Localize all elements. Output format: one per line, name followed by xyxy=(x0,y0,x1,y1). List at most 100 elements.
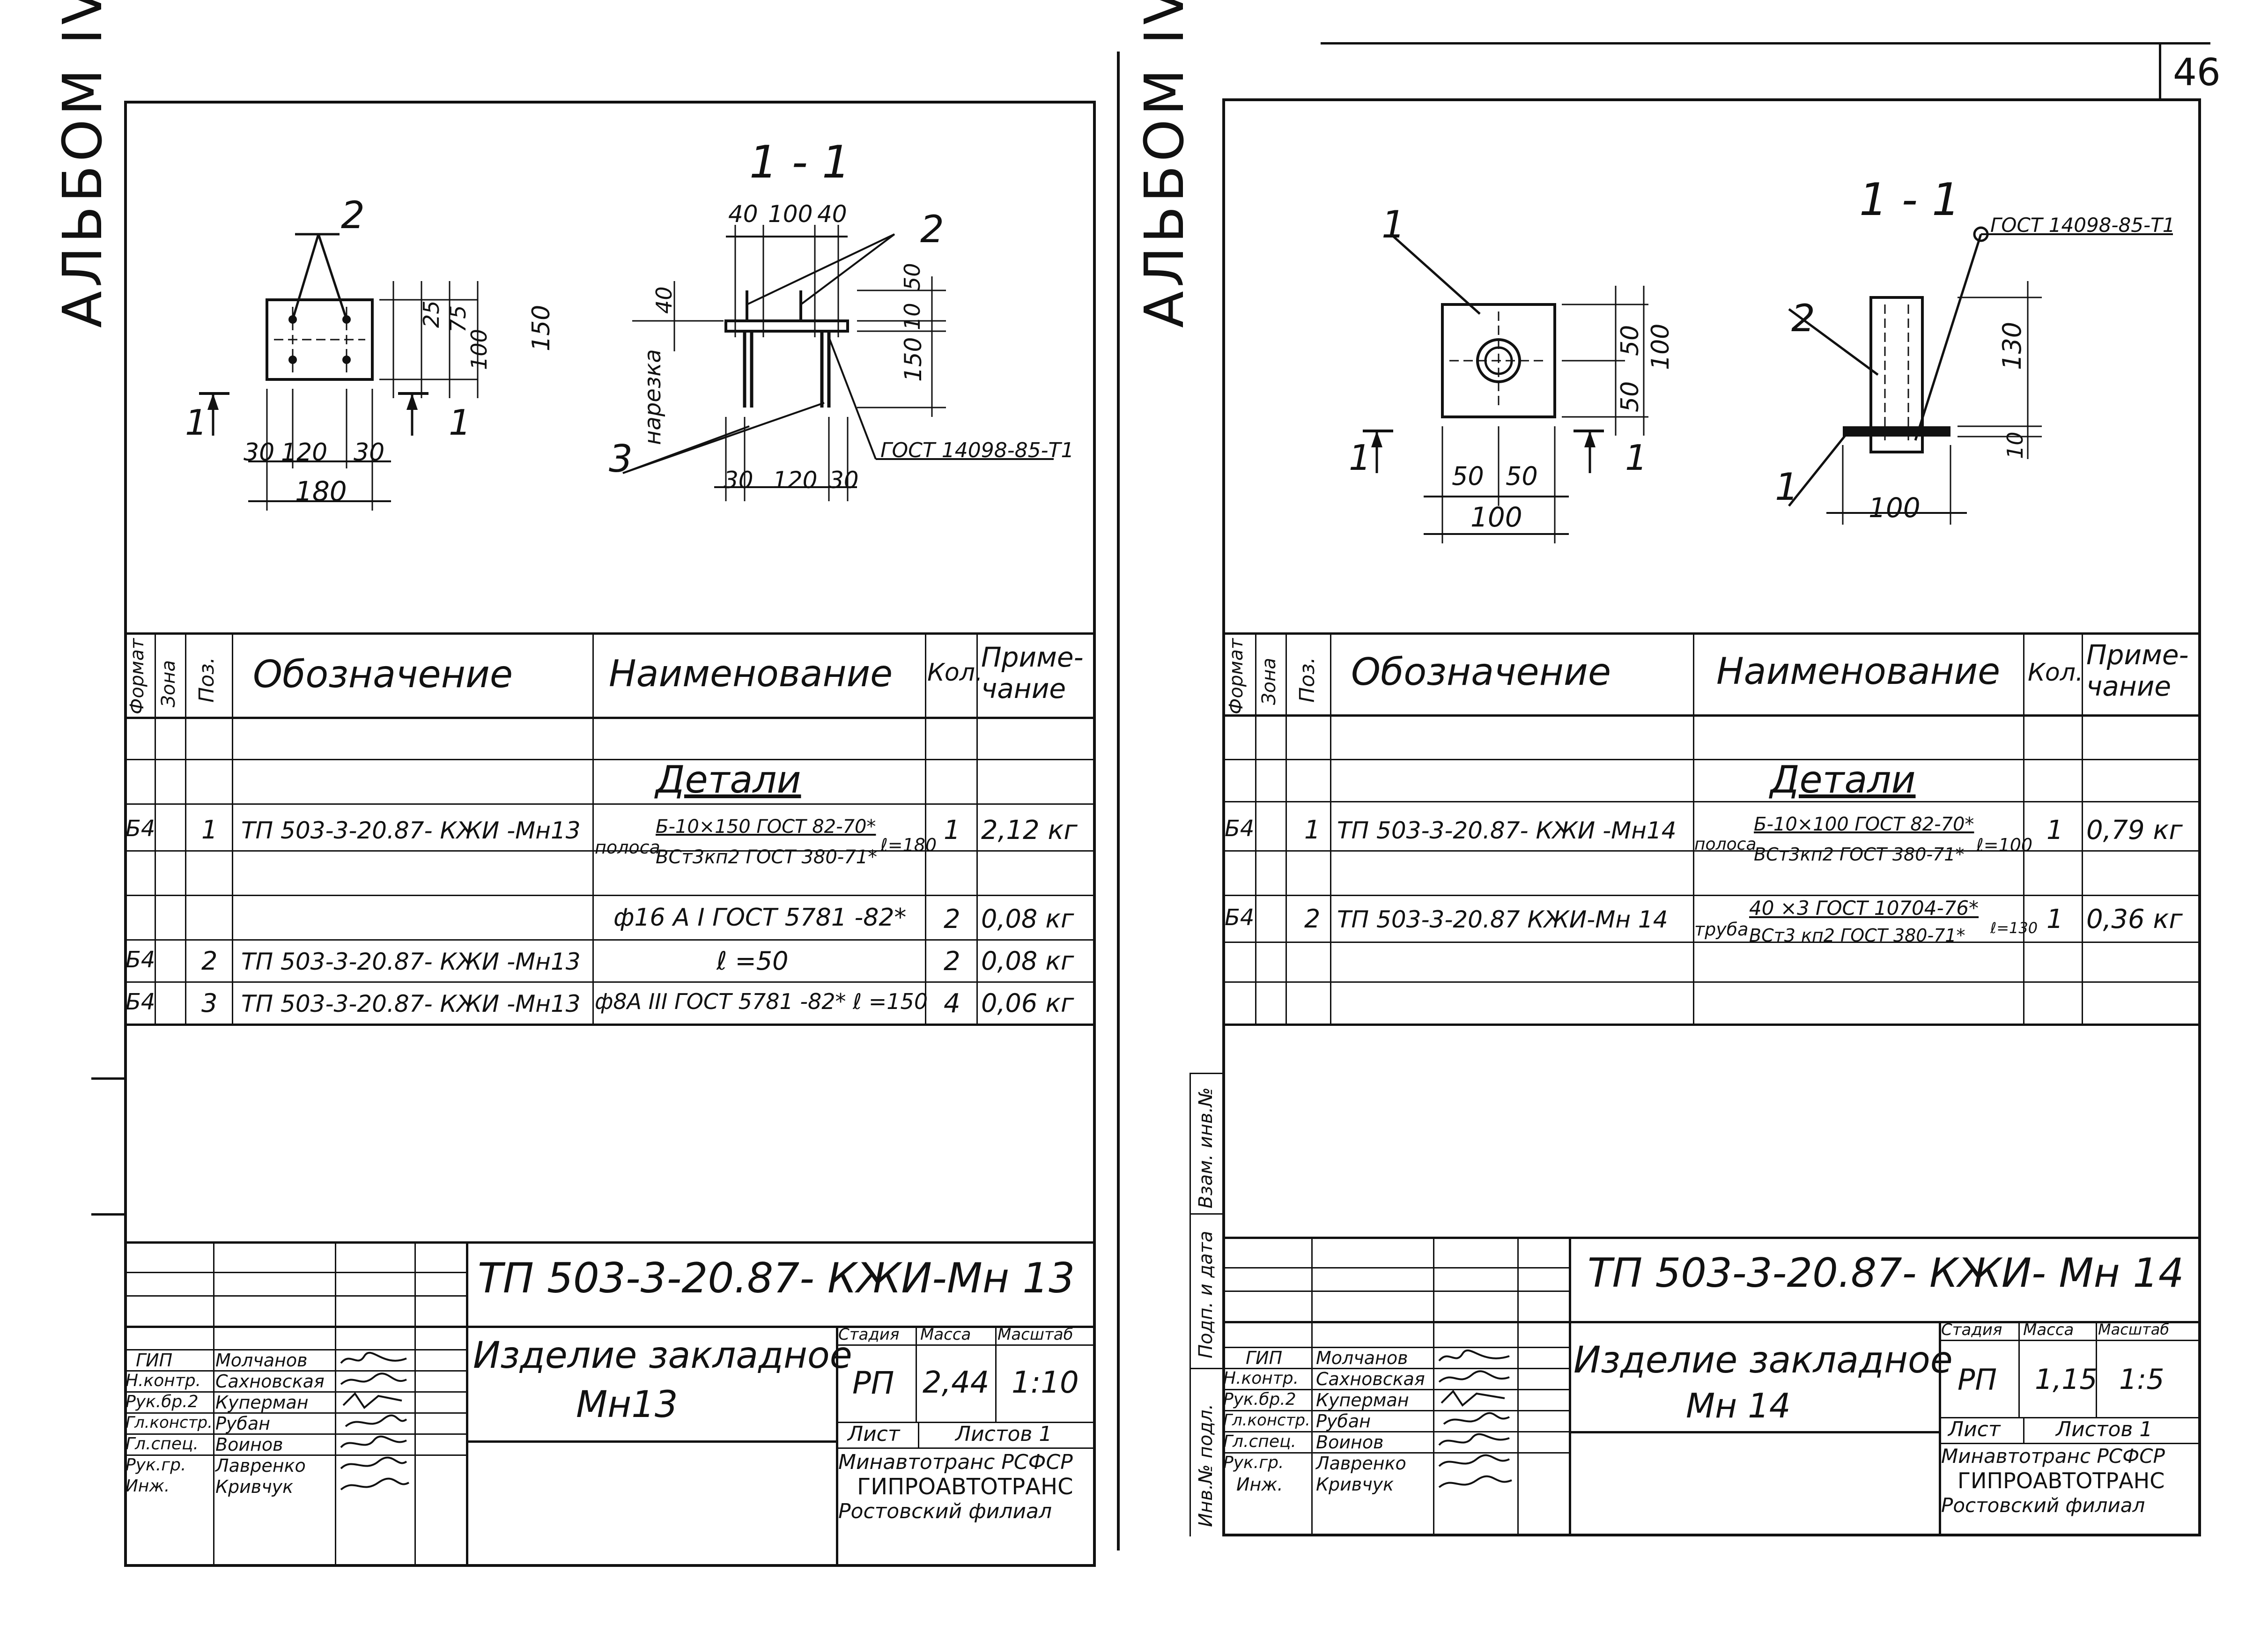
left-r1-name-prefix: полоса xyxy=(595,837,660,858)
right-r1-designation: ТП 503-3-20.87- КЖИ -Мн14 xyxy=(1337,817,1677,844)
left-person-2: Куперман xyxy=(215,1392,309,1413)
left-role-4: Гл.спец. xyxy=(126,1434,199,1454)
left-sheet xyxy=(124,101,1096,1567)
right-r1-pos: 1 xyxy=(1304,815,1321,845)
left-role-5: Рук.гр. xyxy=(126,1455,186,1475)
left-mass-label: Масса xyxy=(920,1325,971,1344)
left-person-0: Молчанов xyxy=(215,1350,308,1371)
left-role-2: Рук.бр.2 xyxy=(126,1392,199,1411)
right-product-mark: Мн 14 xyxy=(1686,1386,1791,1425)
left-hdr-designation: Обозначение xyxy=(253,653,513,696)
right-r1-name-top: Б-10×100 ГОСТ 82-70* xyxy=(1754,814,1974,835)
right-r1-name-prefix: полоса xyxy=(1694,835,1757,854)
s-dim-100: 100 xyxy=(768,200,813,228)
right-scale-label: Масштаб xyxy=(2098,1320,2170,1338)
left-r3-designation: ТП 503-3-20.87- КЖИ -Мн13 xyxy=(241,948,581,975)
right-r2-pos: 2 xyxy=(1304,904,1321,934)
right-r2-qty: 1 xyxy=(2046,904,2063,935)
right-r1-qty: 1 xyxy=(2046,815,2063,846)
right-r2-name-prefix: труба xyxy=(1694,919,1749,940)
left-product-title: Изделие закладное xyxy=(473,1335,852,1377)
right-plan-view xyxy=(1363,233,1648,543)
r-dim-100-v: 100 xyxy=(1647,323,1675,370)
left-stage: РП xyxy=(852,1365,894,1401)
s-dim-30-a: 30 xyxy=(724,467,754,494)
right-person-6: Кривчук xyxy=(1316,1474,1394,1495)
right-r1-name-suffix: ℓ=100 xyxy=(1976,835,2033,855)
right-side-label-a: Взам. инв.№ xyxy=(1195,1087,1217,1209)
right-person-1: Сахновская xyxy=(1316,1369,1425,1389)
left-org-3: Ростовский филиал xyxy=(838,1499,1052,1523)
right-org-2: ГИПРОАВТОТРАНС xyxy=(1958,1468,2165,1493)
left-r1-format: Б4 xyxy=(126,816,155,842)
right-hdr-format: Формат xyxy=(1226,638,1247,714)
left-r3-qty: 2 xyxy=(944,946,960,977)
right-side-label-b: Подп. и дата xyxy=(1195,1231,1217,1358)
left-drawing-bottom xyxy=(124,632,1096,635)
left-weld-gost: ГОСТ 14098-85-Т1 xyxy=(880,438,1074,462)
r-dim-130: 130 xyxy=(1997,321,2027,370)
left-signatures xyxy=(340,1352,410,1491)
right-section-view xyxy=(1788,226,2173,525)
right-hdr-qty: Кол. xyxy=(2028,659,2083,687)
left-hdr-format: Формат xyxy=(126,638,148,714)
left-margin-tick-a xyxy=(91,1077,124,1080)
right-mass-label: Масса xyxy=(2023,1320,2074,1339)
s-dim-50: 50 xyxy=(900,263,925,290)
r-dim-10: 10 xyxy=(2002,431,2028,459)
right-role-4: Гл.спец. xyxy=(1223,1432,1296,1451)
s-dim-120: 120 xyxy=(773,467,818,494)
s-dim-10: 10 xyxy=(900,303,925,330)
left-r1-name-top: Б-10×150 ГОСТ 82-70* xyxy=(656,816,876,838)
left-hdr-zone: Зона xyxy=(158,660,179,707)
left-r3-note: 0,08 кг xyxy=(981,946,1074,976)
left-person-4: Воинов xyxy=(215,1434,283,1455)
right-album-label: АЛЬБОМ IV xyxy=(1133,0,1196,328)
right-r1-note: 0,79 кг xyxy=(2086,815,2183,846)
left-r4-format: Б4 xyxy=(126,989,155,1015)
left-r4-qty: 4 xyxy=(944,988,960,1019)
right-r2-name-suffix: ℓ=130 xyxy=(1990,919,2038,937)
left-section-title: 1 - 1 xyxy=(749,137,850,188)
right-mass: 1,15 xyxy=(2035,1363,2098,1396)
left-r1-designation: ТП 503-3-20.87- КЖИ -Мн13 xyxy=(241,817,581,844)
left-role-0: ГИП xyxy=(136,1350,173,1371)
r-s-dim-100: 100 xyxy=(1869,492,1921,524)
right-org-3: Ростовский филиал xyxy=(1941,1494,2145,1517)
right-section-mark-1: 1 xyxy=(1775,465,1799,509)
left-scale: 1:10 xyxy=(1012,1365,1079,1400)
r-dim-50-v-a: 50 xyxy=(1616,325,1644,356)
right-signatures xyxy=(1438,1349,1512,1488)
left-margin-tick-b xyxy=(91,1213,124,1216)
dim-30-b: 30 xyxy=(354,438,385,467)
right-r2-note: 0,36 кг xyxy=(2086,904,2183,935)
left-r1-qty: 1 xyxy=(944,815,960,846)
left-cut-mark-a: 1 xyxy=(185,402,207,443)
right-hdr-zone: Зона xyxy=(1258,658,1280,705)
right-r2-name-bottom: ВСт3 кп2 ГОСТ 380-71* xyxy=(1749,925,1965,946)
right-cut-mark-b: 1 xyxy=(1625,437,1647,478)
left-r4-designation: ТП 503-3-20.87- КЖИ -Мн13 xyxy=(241,990,581,1017)
left-plan-mark-2: 2 xyxy=(341,193,365,237)
left-r1-name-bottom: ВСт3кп2 ГОСТ 380-71* xyxy=(656,846,878,868)
right-person-0: Молчанов xyxy=(1316,1348,1408,1368)
left-sheet-label: Лист xyxy=(848,1422,900,1446)
right-section-mark-2: 2 xyxy=(1791,297,1815,340)
left-r3-format: Б4 xyxy=(126,947,155,973)
dim-180: 180 xyxy=(295,475,347,507)
nareska-label: нарезка xyxy=(640,349,666,445)
r-dim-50-a: 50 xyxy=(1452,461,1484,491)
right-hdr-pos: Поз. xyxy=(1295,657,1319,703)
right-scale: 1:5 xyxy=(2119,1363,2165,1396)
left-r3-name: ℓ =50 xyxy=(717,946,789,976)
page-number-box-left xyxy=(2159,42,2161,101)
left-person-6: Кривчук xyxy=(215,1476,294,1497)
left-r1-name-suffix: ℓ=180 xyxy=(880,835,937,855)
left-scale-label: Масштаб xyxy=(997,1325,1073,1344)
right-drawing-bottom xyxy=(1222,632,2201,635)
left-person-1: Сахновская xyxy=(215,1371,325,1392)
right-hdr-designation: Обозначение xyxy=(1351,650,1611,694)
left-r3-pos: 2 xyxy=(201,946,218,976)
right-person-5: Лавренко xyxy=(1316,1453,1406,1474)
dim-100-v: 100 xyxy=(466,329,492,370)
